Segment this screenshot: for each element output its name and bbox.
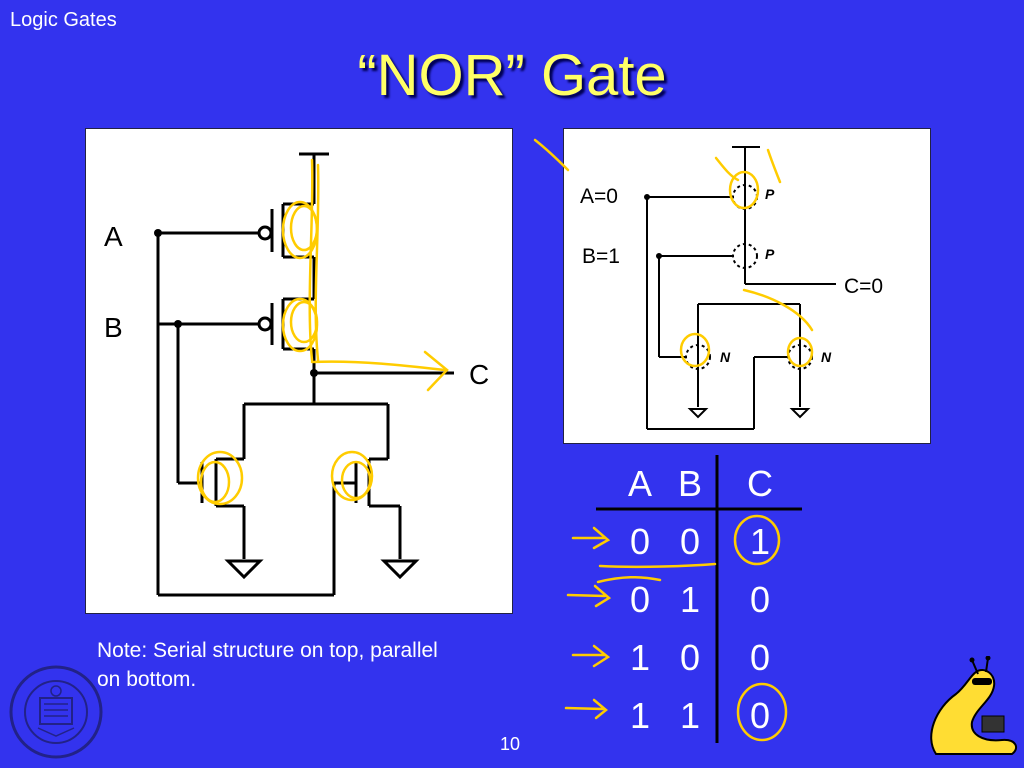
nmos-label-1: N bbox=[720, 349, 731, 365]
table-cell: 0 bbox=[749, 695, 771, 736]
pmos-label-2: P bbox=[765, 246, 775, 262]
banana-slug-mascot-icon bbox=[924, 655, 1020, 767]
header-a: A bbox=[627, 463, 652, 504]
note-line-1: Note: Serial structure on top, parallel bbox=[97, 639, 438, 662]
table-cell: 1 bbox=[629, 695, 651, 736]
table-cell: 0 bbox=[749, 579, 771, 620]
university-seal-icon bbox=[8, 664, 104, 765]
pmos-label-1: P bbox=[765, 186, 775, 202]
input-b-value-label: B=1 bbox=[582, 245, 620, 268]
nor-circuit-schematic: A B C bbox=[85, 128, 513, 614]
input-b-label: B bbox=[104, 312, 123, 343]
table-cell: 0 bbox=[679, 521, 701, 562]
page-number: 10 bbox=[500, 734, 521, 754]
note-line-2: on bottom. bbox=[97, 668, 197, 691]
input-a-label: A bbox=[104, 221, 123, 252]
nor-circuit-example: A=0 B=1 C=0 P P N N bbox=[563, 128, 931, 444]
table-cell: 1 bbox=[749, 521, 771, 562]
section-header: Logic Gates bbox=[10, 9, 117, 31]
output-c-value-label: C=0 bbox=[844, 275, 884, 298]
nmos-label-2: N bbox=[821, 349, 832, 365]
output-c-label: C bbox=[469, 359, 490, 390]
header-b: B bbox=[677, 463, 702, 504]
table-cell: 0 bbox=[679, 637, 701, 678]
table-cell: 0 bbox=[629, 579, 651, 620]
table-cell: 0 bbox=[629, 521, 651, 562]
note-text: Note: Serial structure on top, parallel … bbox=[97, 636, 527, 694]
table-cell: 1 bbox=[629, 637, 651, 678]
table-cell: 1 bbox=[679, 695, 701, 736]
table-cell: 1 bbox=[679, 579, 701, 620]
slide-title: “NOR” Gate bbox=[357, 43, 667, 108]
input-a-value-label: A=0 bbox=[580, 185, 618, 208]
header-c: C bbox=[747, 463, 773, 504]
table-cell: 0 bbox=[749, 637, 771, 678]
truth-table: A B C 0 0 1 0 1 0 1 0 0 1 1 0 bbox=[596, 455, 826, 745]
